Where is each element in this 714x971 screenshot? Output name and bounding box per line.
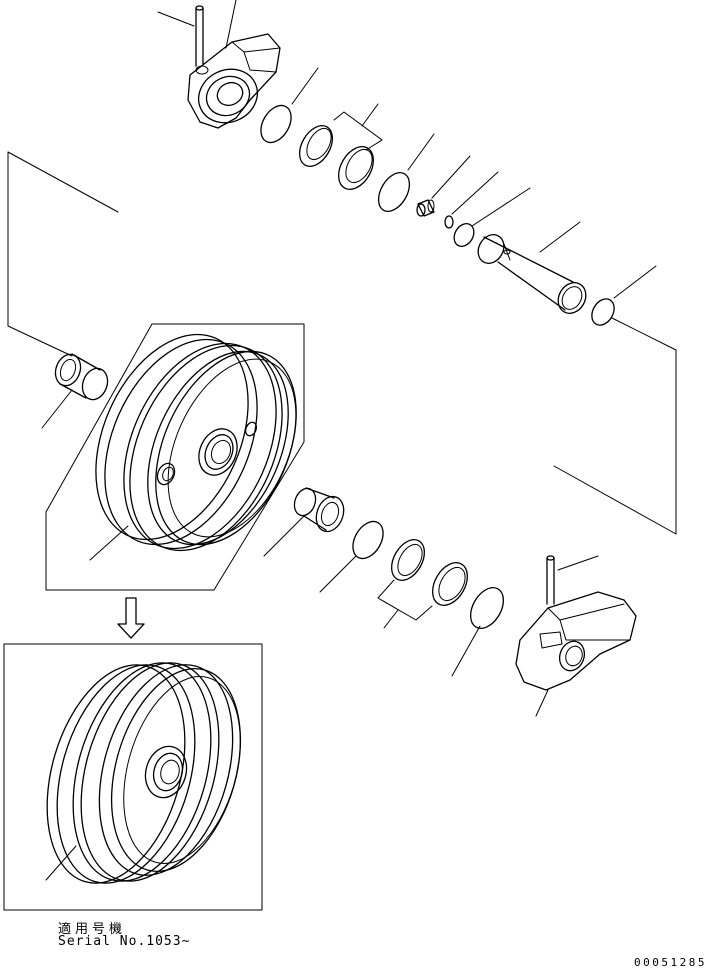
idler-group-box	[45, 323, 305, 591]
leader-shaft-o-ring	[471, 187, 531, 227]
lower-floating-seal-pair	[390, 539, 468, 606]
leader-lowest-o-ring	[451, 625, 481, 677]
shaft	[477, 234, 587, 314]
down-arrow-icon	[117, 597, 145, 639]
leader-lower-seal	[383, 609, 399, 629]
idler-wheel	[95, 333, 297, 552]
upper-bracket	[187, 33, 281, 129]
right-bushing	[293, 487, 345, 533]
leader-middle-o-ring	[407, 133, 435, 171]
end-o-ring	[591, 298, 615, 326]
upper-floating-seal-pair	[298, 125, 374, 190]
shaft-o-ring	[453, 223, 475, 247]
leader-right-bushing	[263, 515, 305, 557]
lower-bracket	[515, 591, 637, 691]
leader-upper-seal	[361, 103, 379, 127]
lower-o-ring	[352, 520, 384, 560]
variant-box	[3, 643, 263, 911]
plug	[416, 199, 435, 217]
leader-end-o-ring	[613, 265, 657, 299]
leader-upper-bracket	[225, 0, 237, 49]
small-o-ring	[444, 215, 454, 229]
leader-idler-wheel	[89, 525, 129, 561]
right-group-line	[553, 317, 677, 535]
leader-upper-seal-bracket	[333, 111, 383, 151]
leader-lower-seal-bracket	[377, 579, 433, 621]
leader-lower-pin	[557, 555, 599, 571]
serial-note-japanese: 適用号機	[58, 922, 127, 937]
leader-left-bushing	[41, 389, 73, 429]
leader-lower-o-ring	[319, 555, 357, 593]
lower-pin	[546, 555, 555, 605]
leader-small-o-ring	[451, 171, 499, 215]
leader-upper-pin	[157, 11, 195, 27]
serial-note-number: Serial No.1053~	[58, 934, 191, 949]
leader-lower-bracket	[535, 689, 549, 717]
left-group-line	[7, 151, 119, 357]
leader-upper-o-ring	[291, 67, 319, 105]
variant-idler-wheel	[46, 662, 242, 884]
drawing-number: 00051285	[634, 956, 707, 969]
leader-plug	[431, 155, 471, 199]
middle-o-ring	[377, 172, 411, 212]
left-bushing	[54, 353, 109, 401]
lowest-o-ring	[469, 587, 505, 629]
leader-shaft	[539, 221, 581, 253]
upper-pin	[195, 5, 204, 67]
upper-o-ring	[260, 104, 292, 144]
leader-variant-wheel	[45, 845, 77, 881]
